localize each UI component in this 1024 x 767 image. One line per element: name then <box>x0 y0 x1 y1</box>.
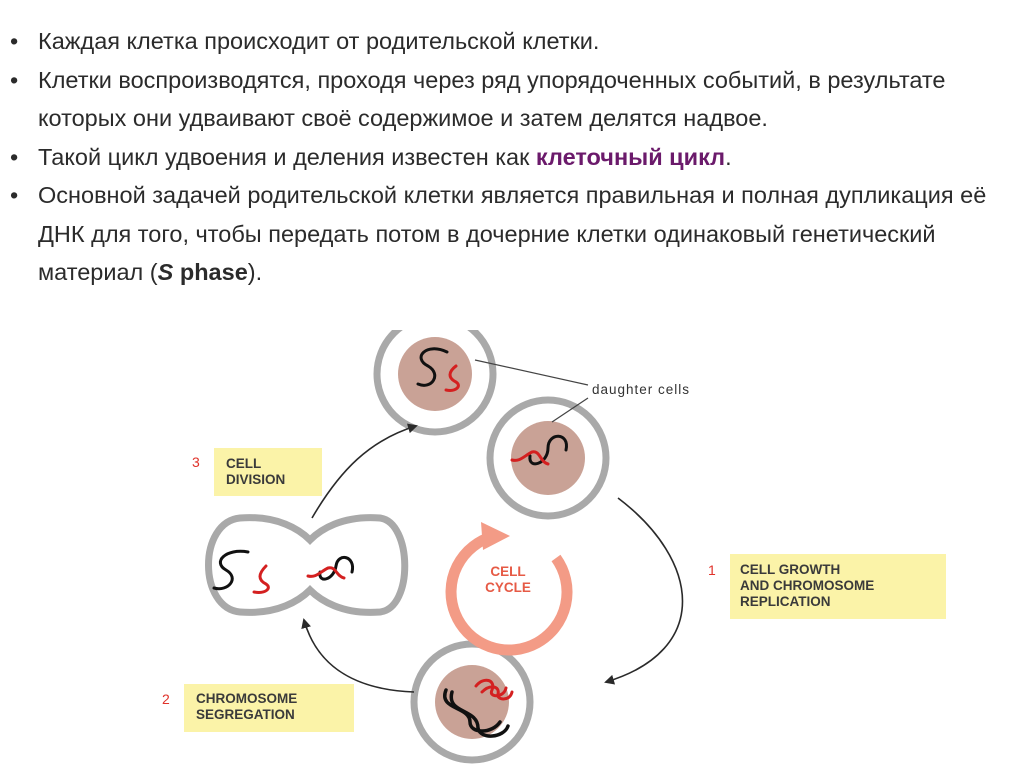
arrow-growth <box>604 497 684 685</box>
step-3-label: 3 CELL DIVISION <box>192 448 322 496</box>
step-line: AND CHROMOSOME <box>740 578 874 593</box>
bullet-text-end: . <box>725 143 732 170</box>
cycle-label-1: CELL <box>490 564 525 579</box>
bullet-text: Каждая клетка происходит от родительской… <box>38 28 600 54</box>
bullet-text-end: ). <box>247 259 263 285</box>
daughter-cell-top <box>373 330 497 436</box>
phase-word: phase <box>173 259 248 285</box>
bullet-dot: • <box>10 28 19 54</box>
replicated-cell <box>410 640 534 764</box>
step-line: CELL <box>226 456 261 471</box>
step-number: 1 <box>708 562 716 578</box>
step-number: 2 <box>162 691 170 707</box>
bullet-dot: • <box>10 182 19 208</box>
bullet-dot: • <box>10 143 19 170</box>
step-line: CELL GROWTH <box>740 562 840 577</box>
chromosome-red <box>480 685 514 701</box>
chromosome-red <box>474 678 508 698</box>
step-line: REPLICATION <box>740 594 831 609</box>
cell-cycle-arrow-icon: CELL CYCLE <box>445 522 573 656</box>
bullet-item-3: • Такой цикл удвоения и деления известен… <box>10 138 1010 177</box>
chromosome-black <box>528 434 568 466</box>
cycle-label-2: CYCLE <box>485 580 531 595</box>
chromosome-red <box>252 564 270 594</box>
step-line: SEGREGATION <box>196 707 295 722</box>
s-letter: S <box>157 259 174 285</box>
pointer-line <box>474 359 589 386</box>
chromosome-black <box>416 347 449 387</box>
chromosome-black <box>443 688 502 733</box>
step-number: 3 <box>192 454 200 470</box>
daughter-cells-label: daughter cells <box>592 382 690 397</box>
step-1-label: 1 CELL GROWTH AND CHROMOSOME REPLICATION <box>708 554 946 619</box>
chromosome-black <box>449 690 510 738</box>
bullet-text: Такой цикл удвоения и деления известен к… <box>38 143 536 170</box>
daughter-cell-right <box>486 396 610 520</box>
bullet-item-4: • Основной задачей родительской клетки я… <box>10 176 1010 292</box>
bullet-item-1: • Каждая клетка происходит от родительск… <box>10 22 1010 61</box>
highlight-term: клеточный цикл <box>535 143 726 170</box>
chromosome-black <box>318 556 355 581</box>
bullet-item-2: • Клетки воспроизводятся, проходя через … <box>10 61 1010 138</box>
chromosome-red <box>510 450 550 466</box>
dividing-cell <box>205 514 409 616</box>
chromosome-red <box>306 566 346 580</box>
step-2-label: 2 CHROMOSOME SEGREGATION <box>162 684 354 732</box>
bullet-text: Клетки воспроизводятся, проходя через ря… <box>38 66 946 132</box>
pointer-line <box>551 397 589 423</box>
cell-cycle-diagram: daughter cells CELL CYCLE 1 CELL GROWTH … <box>162 330 946 764</box>
bullet-list: • Каждая клетка происходит от родительск… <box>10 22 1010 292</box>
chromosome-black <box>212 549 250 591</box>
step-line: DIVISION <box>226 472 285 487</box>
step-line: CHROMOSOME <box>196 691 297 706</box>
bullet-dot: • <box>10 66 19 93</box>
chromosome-red <box>444 364 460 392</box>
bullet-text: Основной задачей родительской клетки явл… <box>38 182 987 285</box>
arrow-division <box>311 423 418 519</box>
arrow-segregation <box>301 618 415 693</box>
